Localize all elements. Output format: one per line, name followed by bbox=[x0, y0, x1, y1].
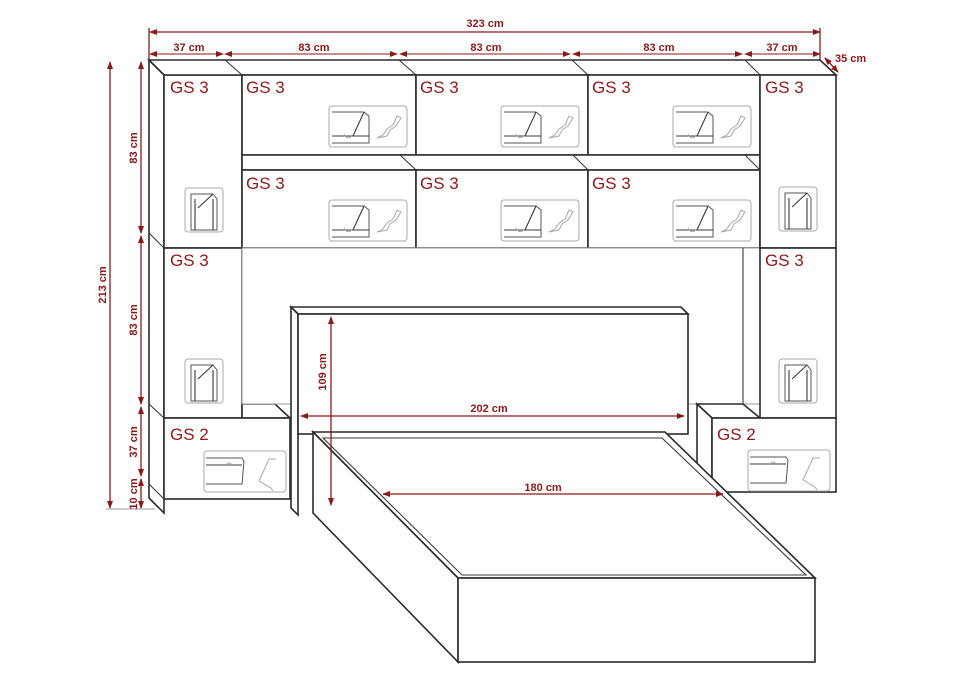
svg-text:GS 3: GS 3 bbox=[765, 78, 804, 97]
svg-text:GS 2: GS 2 bbox=[170, 425, 209, 444]
svg-text:GS 3: GS 3 bbox=[170, 251, 209, 270]
dimension-mattress-width: 180 cm bbox=[382, 482, 724, 497]
dimension-total-height: 213 cm bbox=[97, 61, 155, 510]
svg-text:37 cm: 37 cm bbox=[128, 426, 140, 457]
svg-text:GS 3: GS 3 bbox=[420, 78, 459, 97]
dimension-headboard-height: 109 cm bbox=[317, 316, 334, 506]
svg-text:83 cm: 83 cm bbox=[298, 42, 329, 54]
svg-text:323 cm: 323 cm bbox=[466, 18, 504, 30]
svg-text:GS 3: GS 3 bbox=[592, 174, 631, 193]
svg-text:GS 3: GS 3 bbox=[592, 78, 631, 97]
svg-text:35 cm: 35 cm bbox=[835, 53, 866, 65]
left-nightstand: GS 2 bbox=[148, 403, 293, 500]
svg-text:83 cm: 83 cm bbox=[470, 42, 501, 54]
top-row: GS 3 GS 3 GS 3 GS 3 GS 3 GS 3 bbox=[147, 59, 839, 249]
svg-text:213 cm: 213 cm bbox=[97, 266, 109, 304]
svg-text:GS 3: GS 3 bbox=[420, 174, 459, 193]
right-nightstand: GS 2 bbox=[694, 402, 837, 494]
dimension-segment-widths: 37 cm 83 cm 83 cm 83 cm 37 cm bbox=[149, 42, 821, 57]
dimension-headboard-width: 202 cm bbox=[300, 403, 685, 419]
svg-text:109 cm: 109 cm bbox=[317, 353, 329, 391]
svg-text:37 cm: 37 cm bbox=[766, 42, 797, 54]
bed-base bbox=[311, 430, 817, 664]
svg-text:GS 3: GS 3 bbox=[246, 174, 285, 193]
svg-text:37 cm: 37 cm bbox=[173, 42, 204, 54]
svg-text:GS 2: GS 2 bbox=[717, 425, 756, 444]
dimension-depth: 35 cm bbox=[824, 53, 866, 73]
svg-text:10 cm: 10 cm bbox=[128, 478, 140, 509]
svg-text:83 cm: 83 cm bbox=[128, 304, 140, 335]
dimension-segment-heights: 83 cm 83 cm 37 cm 10 cm bbox=[128, 61, 144, 510]
svg-text:GS 3: GS 3 bbox=[170, 78, 209, 97]
svg-text:202 cm: 202 cm bbox=[470, 403, 508, 415]
svg-text:180 cm: 180 cm bbox=[524, 482, 562, 494]
svg-text:GS 3: GS 3 bbox=[765, 251, 804, 270]
svg-text:83 cm: 83 cm bbox=[643, 42, 674, 54]
svg-text:GS 3: GS 3 bbox=[246, 78, 285, 97]
svg-text:83 cm: 83 cm bbox=[128, 132, 140, 163]
right-tower: GS 3 GS 3 bbox=[759, 74, 837, 419]
